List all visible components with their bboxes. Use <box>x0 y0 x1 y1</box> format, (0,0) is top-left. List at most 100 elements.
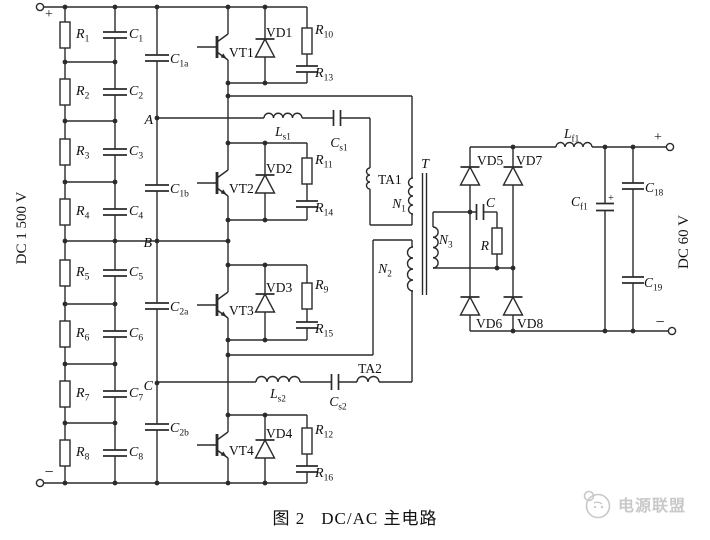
label-node_a: A <box>143 113 153 128</box>
junction-dot <box>112 179 118 185</box>
diode-vd5 <box>459 165 481 186</box>
label-label: DC 1 500 V <box>14 192 30 265</box>
junction-dot <box>62 301 68 307</box>
transistor-arrow-vt2 <box>220 189 227 195</box>
label-r11: R11 <box>314 153 333 171</box>
label-cf1_plus: + <box>608 193 614 204</box>
label-c2b: C2b <box>170 421 189 439</box>
label-r14: R14 <box>314 201 333 219</box>
label-r9: R9 <box>314 278 329 296</box>
junction-dot <box>62 361 68 367</box>
label-cs2: Cs2 <box>329 394 347 412</box>
transistor-arrow-vt3 <box>220 311 227 317</box>
label-t: T <box>421 157 430 172</box>
label-lf1: Lf1 <box>563 126 580 144</box>
diode-vd8 <box>502 295 524 316</box>
junction-dot <box>112 4 118 10</box>
junction-dot <box>62 480 68 486</box>
junction-dot <box>225 412 231 418</box>
junction-dot <box>630 328 636 334</box>
junction-dot <box>262 140 268 146</box>
inductor-ta2 <box>356 375 380 383</box>
watermark-logo-icon <box>583 490 611 519</box>
diode-vd7 <box>502 165 524 186</box>
label-snubber_c: C <box>486 195 496 210</box>
diode-vd4 <box>254 438 276 459</box>
junction-dot <box>62 420 68 426</box>
label-vd2: VD2 <box>266 161 292 176</box>
figure-title: DC/AC 主电路 <box>321 509 438 528</box>
watermark: 电源联盟 <box>581 487 686 521</box>
junction-dot <box>510 265 516 271</box>
label-r4: R4 <box>75 204 90 222</box>
label-ls1: Ls1 <box>274 124 291 142</box>
transistor-vt1 <box>216 33 229 43</box>
label-r15: R15 <box>314 322 333 340</box>
label-c5: C5 <box>129 265 143 283</box>
resistor-r5 <box>59 259 71 287</box>
label-vt1: VT1 <box>229 45 254 60</box>
junction-dot <box>262 262 268 268</box>
input-minus-terminal <box>35 478 45 488</box>
junction-dot <box>112 118 118 124</box>
label-c1a: C1a <box>170 52 189 70</box>
junction-dot <box>262 412 268 418</box>
junction-dot <box>62 179 68 185</box>
output-minus-terminal <box>667 326 677 336</box>
junction-dot <box>154 238 160 244</box>
label-vd4: VD4 <box>266 426 292 441</box>
transistor-vt2 <box>216 169 229 179</box>
label-vt4: VT4 <box>229 443 254 458</box>
label-c8: C8 <box>129 445 143 463</box>
label-vt2: VT2 <box>229 181 254 196</box>
label-plus: + <box>45 7 53 22</box>
label-vd8: VD8 <box>517 316 543 331</box>
label-r7: R7 <box>75 386 90 404</box>
junction-dot <box>112 480 118 486</box>
junction-dot <box>112 361 118 367</box>
label-minus: − <box>44 464 53 481</box>
diode-vd6 <box>459 295 481 316</box>
resistor-r11 <box>301 157 313 185</box>
junction-dot <box>225 262 231 268</box>
junction-dot <box>225 80 231 86</box>
transistor-vt3 <box>216 291 229 301</box>
label-c2: C2 <box>129 84 143 102</box>
junction-dot <box>510 328 516 334</box>
watermark-text: 电源联盟 <box>618 498 687 515</box>
junction-dot <box>602 328 608 334</box>
resistor-r1 <box>59 21 71 49</box>
label-r16: R16 <box>314 466 333 484</box>
label-c19: C19 <box>644 275 663 293</box>
label-n2: N2 <box>377 261 392 279</box>
resistor-r7 <box>59 380 71 408</box>
label-r12: R12 <box>314 423 333 441</box>
label-vd7: VD7 <box>516 153 542 168</box>
output-plus-terminal <box>665 142 675 152</box>
label-c3: C3 <box>129 144 143 162</box>
inductor-n2 <box>406 246 414 292</box>
junction-dot <box>62 118 68 124</box>
junction-dot <box>262 80 268 86</box>
diode-vd2 <box>254 173 276 194</box>
junction-dot <box>225 337 231 343</box>
junction-dot <box>225 4 231 10</box>
inductor-n1 <box>407 177 414 215</box>
transistor-arrow-vt1 <box>220 53 227 59</box>
junction-dot <box>630 144 636 150</box>
junction-dot <box>62 4 68 10</box>
label-c7: C7 <box>129 386 143 404</box>
inductor-ls1 <box>263 112 303 119</box>
label-vd1: VD1 <box>266 25 292 40</box>
label-r8: R8 <box>75 445 90 463</box>
inductor-ls2 <box>255 375 301 383</box>
label-r13: R13 <box>314 66 333 84</box>
label-label: DC 60 V <box>676 215 692 269</box>
junction-dot <box>262 337 268 343</box>
label-n1: N1 <box>391 196 406 214</box>
resistor-r6 <box>59 320 71 348</box>
label-r3: R3 <box>75 144 90 162</box>
junction-dot <box>494 265 500 271</box>
junction-dot <box>262 4 268 10</box>
